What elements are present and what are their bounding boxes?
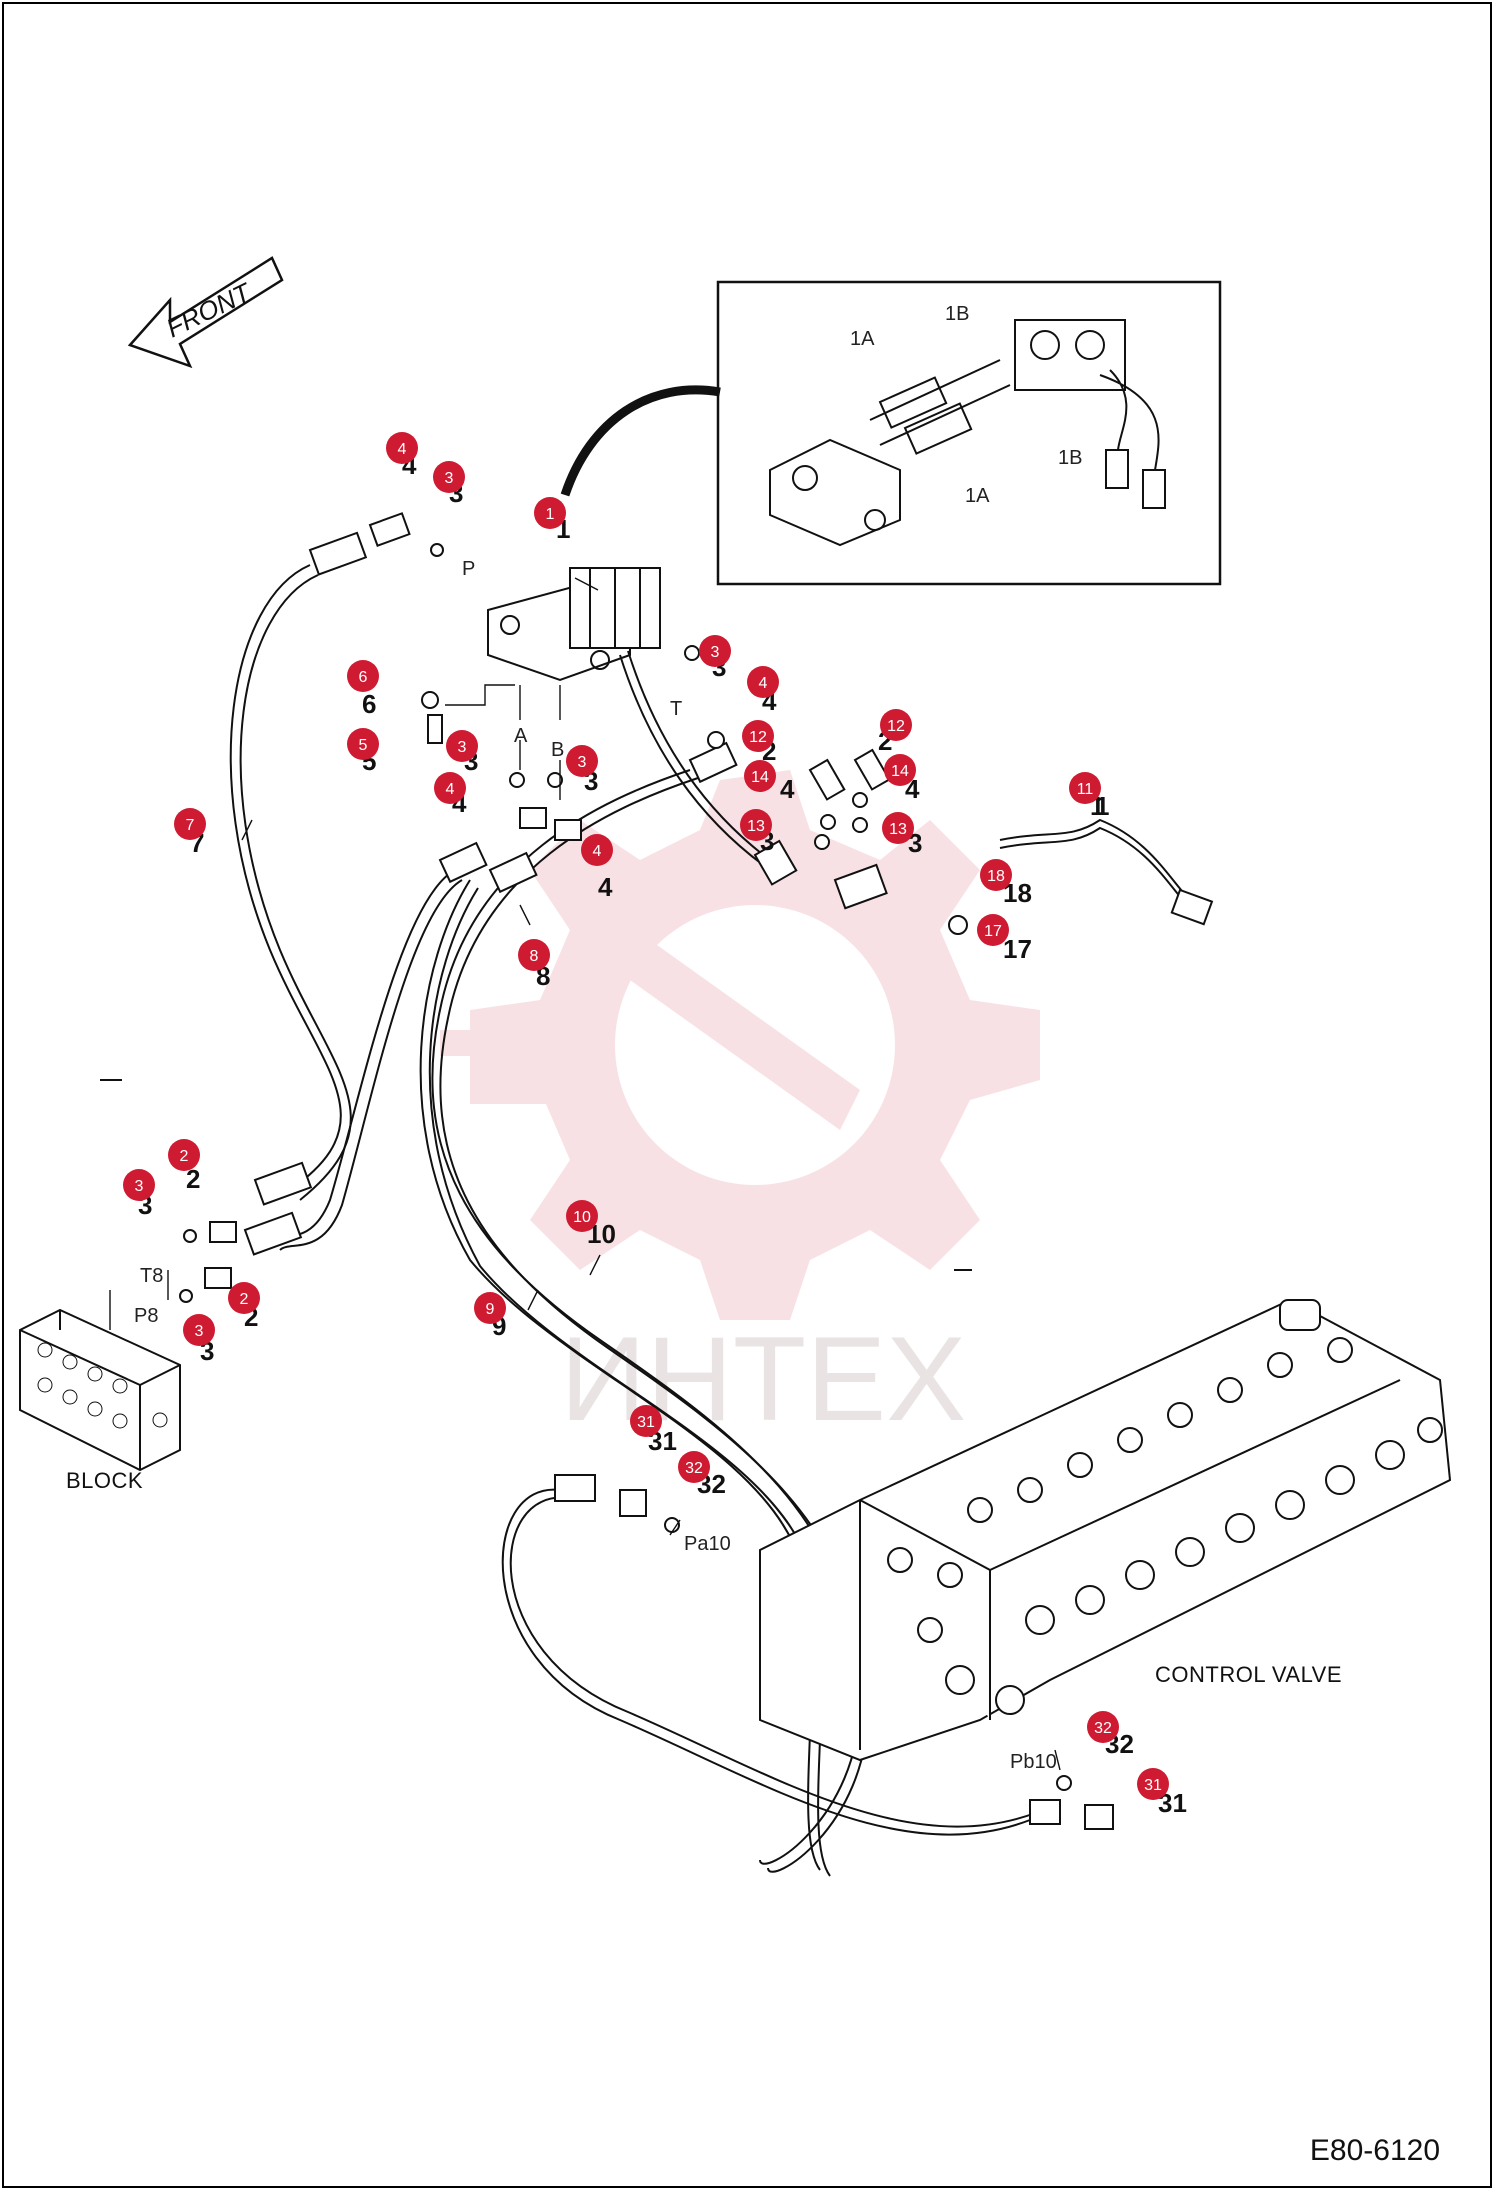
svg-text:3: 3 [578, 754, 587, 771]
svg-text:18: 18 [987, 868, 1005, 885]
svg-text:12: 12 [749, 729, 767, 746]
svg-text:3: 3 [445, 470, 454, 487]
drawing-code: E80-6120 [1309, 2134, 1440, 2167]
svg-text:4: 4 [780, 774, 795, 804]
callout-4-left[interactable]: 4 [434, 772, 466, 804]
front-arrow: FRONT [127, 256, 284, 369]
callout-31-bottom[interactable]: 31 [1137, 1768, 1169, 1800]
svg-text:7: 7 [186, 817, 195, 834]
port-label-pa10: Pa10 [684, 1533, 731, 1555]
callout-17[interactable]: 17 [977, 914, 1009, 946]
block-manifold [19, 1308, 181, 1472]
callout-32-bottom[interactable]: 32 [1087, 1711, 1119, 1743]
svg-text:3: 3 [711, 644, 720, 661]
callout-7[interactable]: 7 [174, 808, 206, 840]
callout-3-top[interactable]: 3 [433, 461, 465, 493]
callout-6[interactable]: 6 [347, 660, 379, 692]
svg-text:31: 31 [1144, 1777, 1162, 1794]
callout-12-left[interactable]: 12 [742, 720, 774, 752]
inset-label-1b-top: 1B [945, 303, 969, 325]
svg-text:2: 2 [240, 1291, 249, 1308]
callout-3-b[interactable]: 3 [566, 745, 598, 777]
callout-3-block-top[interactable]: 3 [123, 1169, 155, 1201]
port-label-t8: T8 [140, 1265, 163, 1287]
callout-8[interactable]: 8 [518, 939, 550, 971]
port-label-t: T [670, 698, 682, 720]
callout-4-mid[interactable]: 4 [581, 834, 613, 866]
inset-label-1b-bottom: 1B [1058, 447, 1082, 469]
callout-13-left[interactable]: 13 [740, 809, 772, 841]
svg-text:1: 1 [1095, 791, 1109, 821]
svg-text:4: 4 [593, 843, 602, 860]
svg-text:3: 3 [458, 739, 467, 756]
port-label-p8: P8 [134, 1305, 158, 1327]
callout-4-top[interactable]: 4 [386, 432, 418, 464]
callout-3-block-bottom[interactable]: 3 [183, 1314, 215, 1346]
svg-text:2: 2 [186, 1164, 200, 1194]
port-label-pb10: Pb10 [1010, 1751, 1057, 1773]
inset-label-1a-bottom: 1A [965, 485, 990, 507]
port-label-b: B [551, 739, 564, 761]
svg-text:14: 14 [891, 763, 909, 780]
callout-12-right[interactable]: 12 [880, 709, 912, 741]
svg-text:8: 8 [530, 948, 539, 965]
fittings [179, 512, 1214, 1830]
port-label-p: P [462, 558, 475, 580]
port-label-a: A [514, 725, 528, 747]
svg-text:2: 2 [180, 1148, 189, 1165]
hoses [229, 564, 1191, 1877]
callout-5[interactable]: 5 [347, 728, 379, 760]
svg-text:13: 13 [889, 821, 907, 838]
caption-block: BLOCK [66, 1468, 143, 1493]
callout-32-top[interactable]: 32 [678, 1451, 710, 1483]
svg-text:3: 3 [195, 1323, 204, 1340]
callout-3-left[interactable]: 3 [446, 730, 478, 762]
svg-text:17: 17 [984, 923, 1002, 940]
svg-text:17: 17 [1003, 934, 1032, 964]
callout-13-right[interactable]: 13 [882, 812, 914, 844]
callout-11[interactable]: 11 [1069, 772, 1101, 804]
svg-text:4: 4 [598, 872, 613, 902]
watermark-text: ИНТЕХ [560, 1312, 966, 1446]
callout-14-right[interactable]: 14 [884, 754, 916, 786]
svg-text:12: 12 [887, 718, 905, 735]
callout-9[interactable]: 9 [474, 1292, 506, 1324]
svg-text:3: 3 [135, 1178, 144, 1195]
callout-2-bottom[interactable]: 2 [228, 1282, 260, 1314]
svg-text:4: 4 [398, 441, 407, 458]
callout-10[interactable]: 10 [566, 1200, 598, 1232]
svg-text:10: 10 [573, 1209, 591, 1226]
svg-text:14: 14 [751, 769, 769, 786]
svg-text:4: 4 [446, 781, 455, 798]
svg-text:5: 5 [359, 737, 368, 754]
svg-text:32: 32 [685, 1460, 703, 1477]
svg-text:6: 6 [362, 689, 376, 719]
callout-1[interactable]: 1 [534, 497, 566, 529]
svg-text:11: 11 [1077, 781, 1094, 798]
callout-4-right[interactable]: 4 [747, 666, 779, 698]
caption-control-valve: CONTROL VALVE [1155, 1662, 1342, 1687]
callout-14-left[interactable]: 14 [744, 760, 776, 792]
callout-3-right[interactable]: 3 [699, 635, 731, 667]
front-label: FRONT [161, 276, 257, 343]
callout-2-top[interactable]: 2 [168, 1139, 200, 1171]
solenoid-valve [487, 567, 661, 682]
callout-18[interactable]: 18 [980, 859, 1012, 891]
svg-text:1: 1 [546, 506, 555, 523]
control-valve [759, 1298, 1452, 1762]
svg-text:32: 32 [1094, 1720, 1112, 1737]
svg-text:13: 13 [747, 818, 765, 835]
leader-lines [109, 577, 1061, 1771]
svg-text:4: 4 [759, 675, 768, 692]
svg-text:6: 6 [359, 669, 368, 686]
watermark-gear-logo [440, 770, 1040, 1320]
svg-text:31: 31 [637, 1414, 655, 1431]
inset-label-1a-top: 1A [850, 328, 875, 350]
callout-31-top[interactable]: 31 [630, 1405, 662, 1437]
detail-inset: 1A 1B 1B 1A [560, 280, 1222, 586]
svg-text:9: 9 [486, 1301, 495, 1318]
